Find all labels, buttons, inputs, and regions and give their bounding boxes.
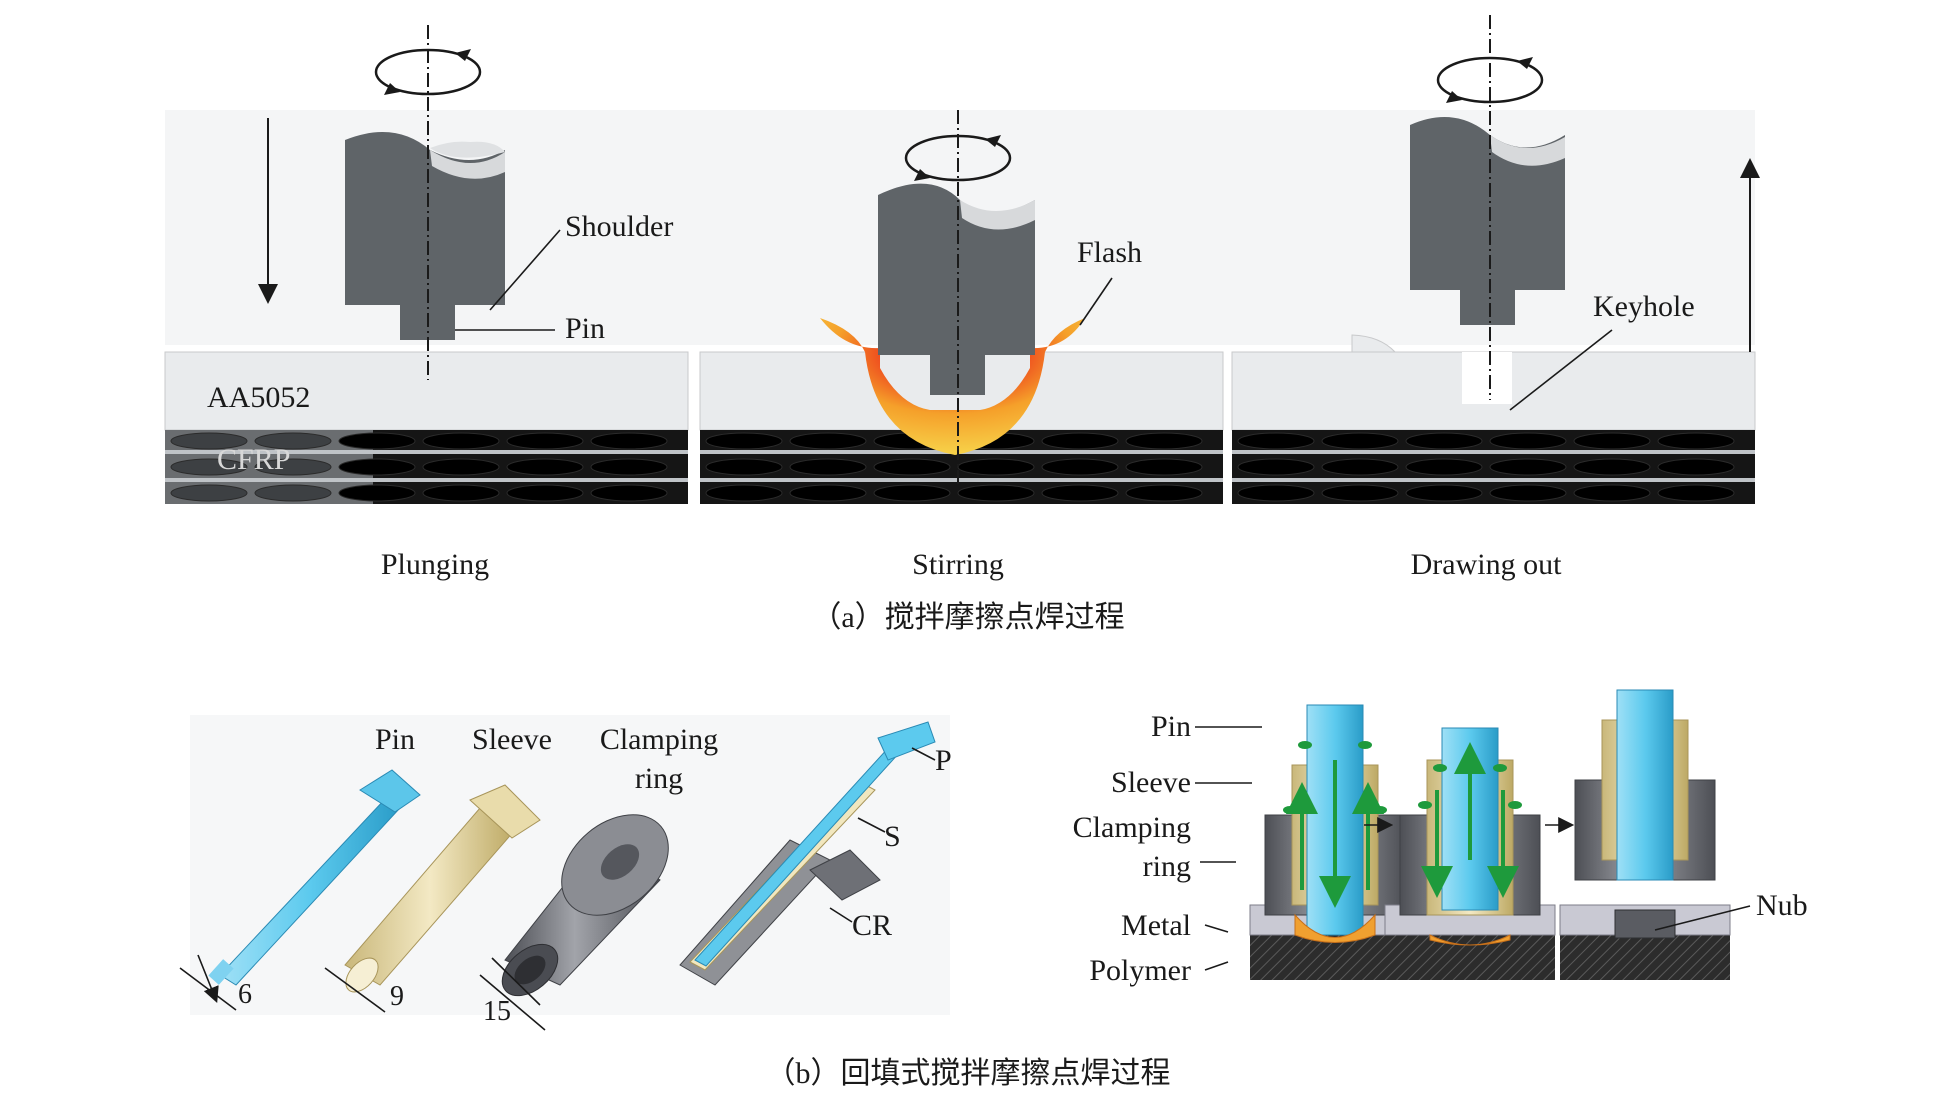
fiber-bundle [1321,458,1399,476]
sheet-stack-plunging [164,351,689,504]
clamping-ring-illustration [501,814,669,997]
fiber-bundle [254,432,332,450]
process-nub-label: Nub [1756,889,1808,922]
fiber-bundle [506,432,584,450]
fiber-bundle [1237,458,1315,476]
tool-sleeve-label: Sleeve [472,723,552,756]
fiber-bundle [254,458,332,476]
fiber-bundle [506,458,584,476]
section-label-cr: CR [852,909,892,942]
fiber-bundle [338,484,416,502]
tool-cross-section-illustration [679,721,936,986]
fiber-bundle [1321,432,1399,450]
rotation-icon [374,48,482,96]
fiber-bundle [338,432,416,450]
flash-label: Flash [1077,236,1142,269]
caption-b: （b）回填式搅拌摩擦点焊过程 [766,1057,1171,1090]
fiber-bundle [705,458,783,476]
fiber-bundle [1489,484,1567,502]
fiber-bundle [705,432,783,450]
fiber-bundle [1573,458,1651,476]
fiber-bundle [590,458,668,476]
fiber-bundle [1041,432,1119,450]
rotation-icon [904,134,1012,182]
fiber-bundle [705,484,783,502]
fiber-bundle [170,432,248,450]
fiber-bundle [1125,484,1203,502]
stage-plunging: Plunging [381,548,489,581]
process-pin-label: Pin [1151,710,1191,743]
fiber-bundle [422,432,500,450]
section-label-p: P [935,744,952,777]
fiber-bundle [1573,432,1651,450]
fiber-bundle [170,458,248,476]
fiber-bundle [1321,484,1399,502]
pin-label: Pin [565,312,605,345]
process-clamping-label-1: Clamping [1073,811,1191,844]
fiber-bundle [873,458,951,476]
fiber-bundle [1657,484,1735,502]
fiber-bundle [338,458,416,476]
fiber-bundle [590,432,668,450]
tool-plunging [345,132,505,340]
keyhole-label: Keyhole [1593,290,1695,323]
caption-a: （a）搅拌摩擦点焊过程 [811,601,1124,634]
dimension-6: 6 [238,979,252,1010]
heat-affected-zone [820,318,1085,455]
stage-drawing-out: Drawing out [1411,548,1562,581]
residual-flash [1351,334,1397,353]
refill-process-steps [1249,689,1731,980]
fiber-bundle [789,484,867,502]
fiber-bundle [590,484,668,502]
fiber-bundle [506,484,584,502]
fiber-bundle [1405,432,1483,450]
tool-clamping-label-1: Clamping [600,723,718,756]
dimension-15: 15 [483,996,511,1027]
cfrp-label: CFRP [217,443,290,476]
process-metal-label: Metal [1121,909,1191,942]
rotation-icon [1436,56,1544,104]
stage-stirring: Stirring [912,548,1004,581]
tool-clamping-label-2: ring [635,762,683,795]
fiber-bundle [1489,458,1567,476]
fiber-bundle [957,458,1035,476]
fiber-bundle [1041,484,1119,502]
process-polymer-label: Polymer [1089,954,1191,987]
section-label-s: S [884,820,901,853]
dimension-9: 9 [390,981,404,1012]
process-clamping-label-2: ring [1143,850,1191,883]
fiber-bundle [1125,458,1203,476]
fiber-bundle [1489,432,1567,450]
shoulder-label: Shoulder [565,210,673,243]
process-step-3 [1559,689,1731,980]
pin-tool-illustration [208,769,421,986]
cfrp-fiber-bundles [170,432,1735,502]
fiber-bundle [1125,432,1203,450]
fiber-bundle [170,484,248,502]
fiber-bundle [254,484,332,502]
sleeve-illustration [344,784,541,993]
fiber-bundle [957,484,1035,502]
fiber-bundle [1237,484,1315,502]
keyhole-cavity [1462,352,1512,404]
fiber-bundle [1041,458,1119,476]
fiber-bundle [1657,458,1735,476]
fiber-bundle [1237,432,1315,450]
fiber-bundle [789,458,867,476]
fiber-bundle [422,458,500,476]
tool-pin-label: Pin [375,723,415,756]
process-sleeve-label: Sleeve [1111,766,1191,799]
tool-stirring [820,183,1085,455]
process-step-2 [1384,727,1556,980]
fiber-bundle [789,432,867,450]
fiber-bundle [1657,432,1735,450]
fiber-bundle [873,484,951,502]
tool-drawing-out [1351,117,1565,404]
aa5052-label: AA5052 [207,381,310,414]
fiber-bundle [422,484,500,502]
fiber-bundle [1405,484,1483,502]
fiber-bundle [1573,484,1651,502]
fiber-bundle [1405,458,1483,476]
